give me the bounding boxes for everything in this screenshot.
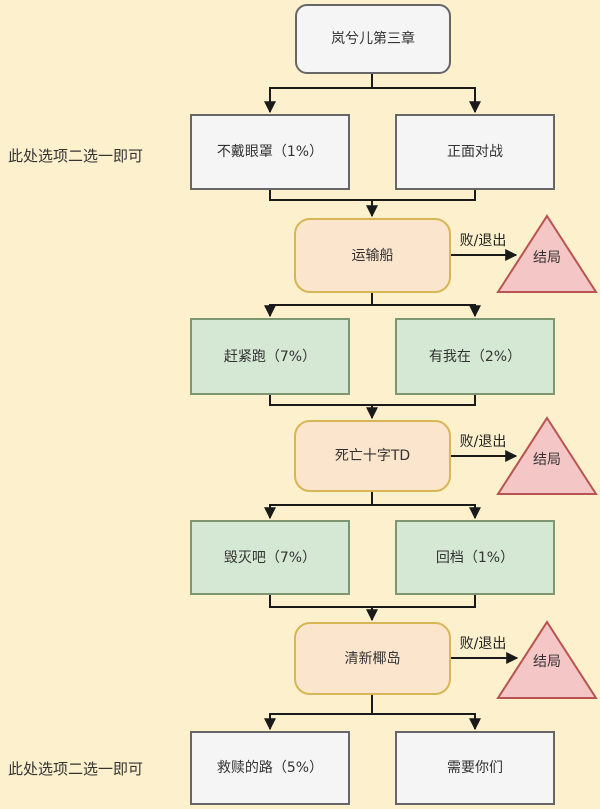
ending-triangle-3 [496, 620, 598, 699]
ending-triangle-2 [496, 416, 598, 495]
edge-label-defeat-2: 败/退出 [459, 434, 507, 450]
edge-label-defeat-1: 败/退出 [459, 233, 507, 249]
edge-battle1-to-stage2-left [264, 293, 373, 318]
node-start: 岚兮儿第三章 [295, 4, 451, 74]
node-battle3: 清新椰岛 [294, 622, 451, 695]
ending-label-3: 结局 [533, 654, 561, 670]
note-top: 此处选项二选一即可 [8, 147, 144, 165]
edge-battle3-to-stage4-left [264, 695, 373, 731]
node-stage1-left: 不戴眼罩（1%） [190, 114, 350, 190]
node-battle2: 死亡十字TD [294, 420, 451, 492]
node-stage2-left: 赶紧跑（7%） [190, 318, 350, 395]
edge-stage1-merge-rail [269, 190, 476, 201]
ending-label-1: 结局 [533, 250, 561, 266]
edge-stage3-merge-rail [269, 595, 476, 608]
note-bottom: 此处选项二选一即可 [8, 760, 144, 778]
node-stage4-right: 需要你们 [395, 731, 555, 805]
edge-battle3-to-stage4-right [371, 695, 481, 731]
edge-start-to-stage1-left [264, 74, 373, 114]
node-stage4-left: 救赎的路（5%） [190, 731, 350, 805]
edge-battle2-to-stage3-right [371, 492, 481, 520]
edge-battle2-to-stage3-left [264, 492, 373, 520]
node-stage3-left: 毁灭吧（7%） [190, 520, 350, 595]
node-stage1-right: 正面对战 [395, 114, 555, 190]
node-battle1: 运输船 [294, 218, 451, 293]
node-stage2-right: 有我在（2%） [395, 318, 555, 395]
edge-label-defeat-3: 败/退出 [459, 636, 507, 652]
edge-stage2-merge-rail [269, 395, 476, 406]
edge-battle1-to-stage2-right [371, 293, 481, 318]
ending-triangle-1 [496, 214, 598, 293]
node-stage3-right: 回档（1%） [395, 520, 555, 595]
ending-label-2: 结局 [533, 452, 561, 468]
edge-start-to-stage1-right [371, 74, 481, 114]
